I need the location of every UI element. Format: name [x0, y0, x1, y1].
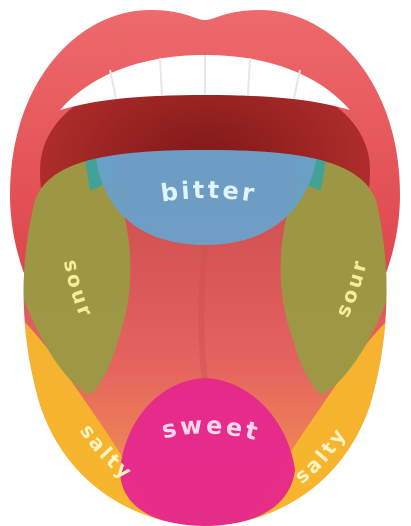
tongue-groove: [201, 245, 205, 380]
label-bitter: bitter: [159, 176, 259, 208]
